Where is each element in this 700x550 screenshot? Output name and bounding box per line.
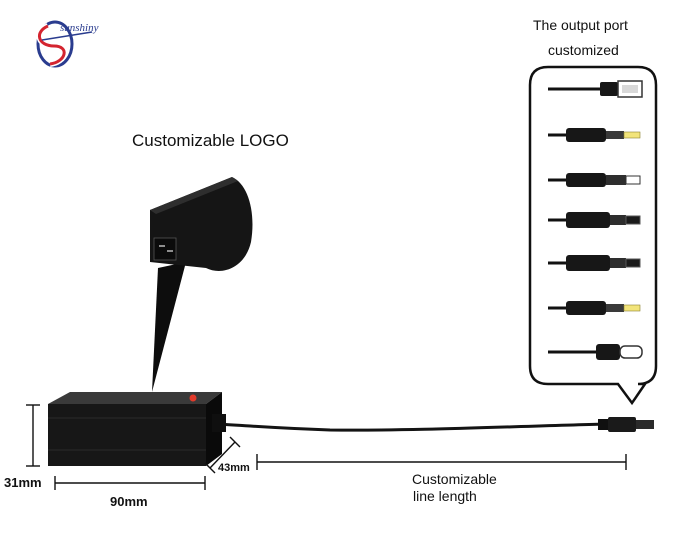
output-dc-plug (598, 417, 654, 432)
callout-pointer (152, 262, 186, 392)
depth-dimension-label: 43mm (218, 462, 250, 474)
output-port-label-line1: The output port (533, 17, 628, 33)
plug-closeup (150, 177, 253, 271)
output-port-bubble (528, 65, 658, 406)
led-indicator-icon (189, 394, 197, 402)
usb-c-plug-icon (548, 344, 643, 360)
custom-logo-label: Customizable LOGO (132, 131, 289, 150)
power-cable (214, 422, 611, 432)
dimension-lines (26, 404, 627, 490)
cable-length-label-line1: Customizable (412, 471, 497, 487)
dc-plug-icon (548, 255, 641, 271)
brand-logo-icon (36, 20, 93, 68)
dc-plug-icon (548, 173, 641, 187)
dc-plug-icon (548, 212, 641, 228)
dc-plug-yellow-tip-icon (548, 301, 641, 315)
output-port-label-line2: customized (548, 42, 619, 58)
micro-usb-plug-icon (548, 80, 643, 98)
dc-plug-yellow-tip-icon (548, 128, 641, 142)
length-dimension-label: 90mm (110, 494, 148, 509)
height-dimension-label: 31mm (4, 475, 42, 490)
cable-length-label-line2: line length (413, 488, 477, 504)
brand-logo-text: sunshiny (60, 22, 99, 34)
power-adapter (48, 392, 226, 466)
